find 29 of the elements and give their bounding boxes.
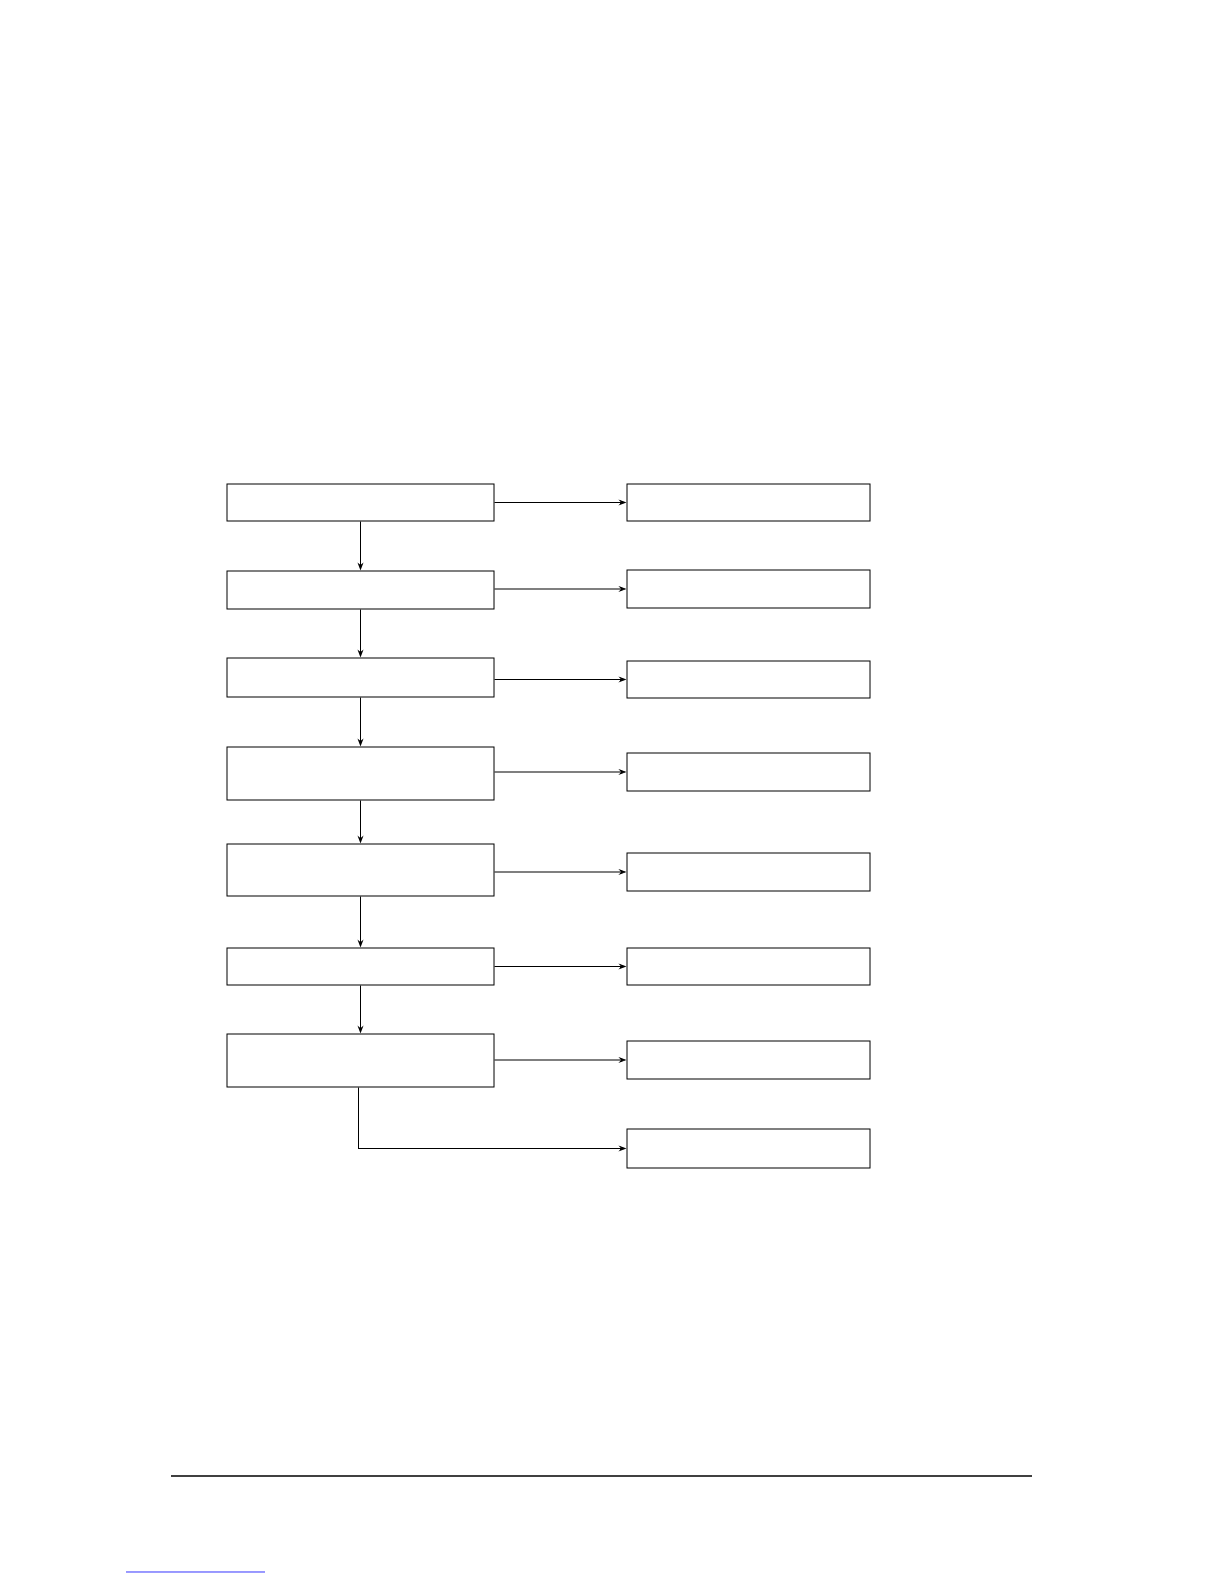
arrow [358, 896, 363, 947]
process-box [226, 746, 495, 801]
process-box [226, 483, 495, 522]
process-box [626, 1128, 871, 1169]
arrow [494, 869, 626, 875]
arrow [358, 1087, 626, 1151]
arrow [358, 609, 363, 657]
arrow [494, 964, 626, 969]
process-box [626, 483, 871, 522]
process-box [626, 947, 871, 986]
process-box [226, 570, 495, 610]
arrow [358, 985, 363, 1033]
process-box [226, 657, 495, 698]
process-box [226, 1033, 495, 1088]
process-box [626, 660, 871, 699]
arrow [494, 769, 626, 775]
arrow [494, 500, 626, 505]
process-box [626, 1040, 871, 1080]
process-box [626, 852, 871, 892]
arrow [494, 586, 626, 592]
arrow [494, 1057, 626, 1063]
process-box [626, 569, 871, 609]
process-box [226, 947, 495, 986]
arrow [358, 800, 363, 843]
arrow [494, 677, 626, 682]
process-box [226, 843, 495, 897]
arrow [358, 697, 363, 746]
arrow [358, 521, 363, 570]
process-box [626, 752, 871, 792]
